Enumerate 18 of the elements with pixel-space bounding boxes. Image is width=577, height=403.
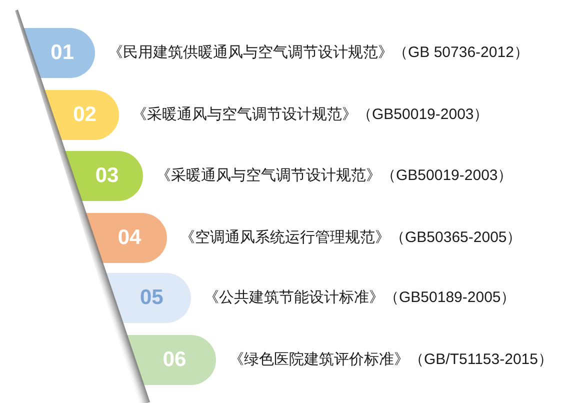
number-tab xyxy=(22,28,95,78)
tab-number: 04 xyxy=(118,226,142,250)
standard-title: 《采暖通风与空气调节设计规范》（GB50019-2003） xyxy=(156,166,513,186)
standard-title: 《公共建筑节能设计标准》（GB50189-2005） xyxy=(204,288,516,308)
tab-number: 02 xyxy=(73,103,96,127)
number-tab xyxy=(125,335,216,385)
tab-number: 06 xyxy=(162,348,186,372)
standard-title: 《绿色医院建筑评价标准》（GB/T51153-2015） xyxy=(229,350,553,370)
standard-title: 《空调通风系统运行管理规范》（GB50365-2005） xyxy=(180,228,522,248)
number-tab xyxy=(42,90,119,140)
standard-title: 《采暖通风与空气调节设计规范》（GB50019-2003） xyxy=(132,105,489,125)
number-tab xyxy=(104,273,191,323)
standard-title: 《民用建筑供暖通风与空气调节设计规范》（GB 50736-2012） xyxy=(108,43,529,63)
tab-number: 03 xyxy=(95,164,119,188)
number-tab xyxy=(84,213,167,263)
tab-number: 05 xyxy=(140,286,164,310)
tab-number: 01 xyxy=(50,41,74,65)
number-tab xyxy=(63,151,143,201)
